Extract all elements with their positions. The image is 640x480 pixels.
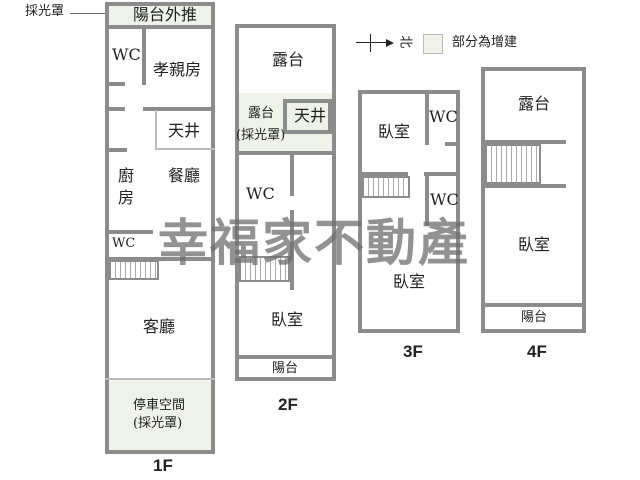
room-label: 露台: [248, 106, 275, 121]
staircase: [362, 176, 410, 198]
balcony-1f: [109, 6, 211, 25]
room-label: 餐廳: [168, 166, 201, 185]
floor-label-1f: 1F: [153, 456, 173, 475]
room-label: (採光罩): [133, 416, 183, 431]
room-label: 廚房: [118, 166, 135, 207]
north-label: 北: [397, 35, 413, 49]
room-label: 停車空間: [133, 398, 186, 413]
room-label: 天井: [168, 121, 201, 140]
callout-label: 採光罩: [25, 4, 65, 19]
room-label: WC: [246, 184, 275, 203]
floor-label-4f: 4F: [527, 342, 547, 361]
room-label: 臥室: [518, 235, 551, 254]
staircase: [239, 256, 290, 282]
room-label: WC: [429, 107, 458, 126]
room-label: 孝親房: [153, 60, 202, 79]
room-label: 臥室: [393, 272, 426, 291]
room-label: 露台: [272, 50, 305, 69]
room-label: 臥室: [271, 310, 304, 329]
room-label: 客廳: [143, 317, 176, 336]
staircase: [109, 260, 159, 280]
callout-line: [70, 13, 118, 14]
room-label: 露台: [518, 94, 551, 113]
room-label: 臥室: [378, 122, 411, 141]
room-label: (採光罩): [236, 128, 286, 143]
parking-1f: [109, 380, 211, 450]
room-label: 陽台: [272, 361, 299, 376]
room-label: 陽台: [521, 310, 548, 325]
north-arrow-icon: [356, 34, 396, 52]
extension-label: 部分為增建: [452, 35, 518, 50]
floor-label-2f: 2F: [278, 395, 298, 414]
room-label: WC: [430, 190, 459, 209]
staircase: [485, 144, 541, 184]
room-label: 天井: [294, 106, 327, 125]
room-label: WC: [112, 45, 141, 64]
floor-label-3f: 3F: [403, 342, 423, 361]
room-label: WC: [112, 236, 136, 251]
watermark: 幸福家不動產: [158, 214, 470, 272]
room-label: 陽台外推: [133, 5, 198, 24]
extension-swatch: [423, 34, 443, 54]
